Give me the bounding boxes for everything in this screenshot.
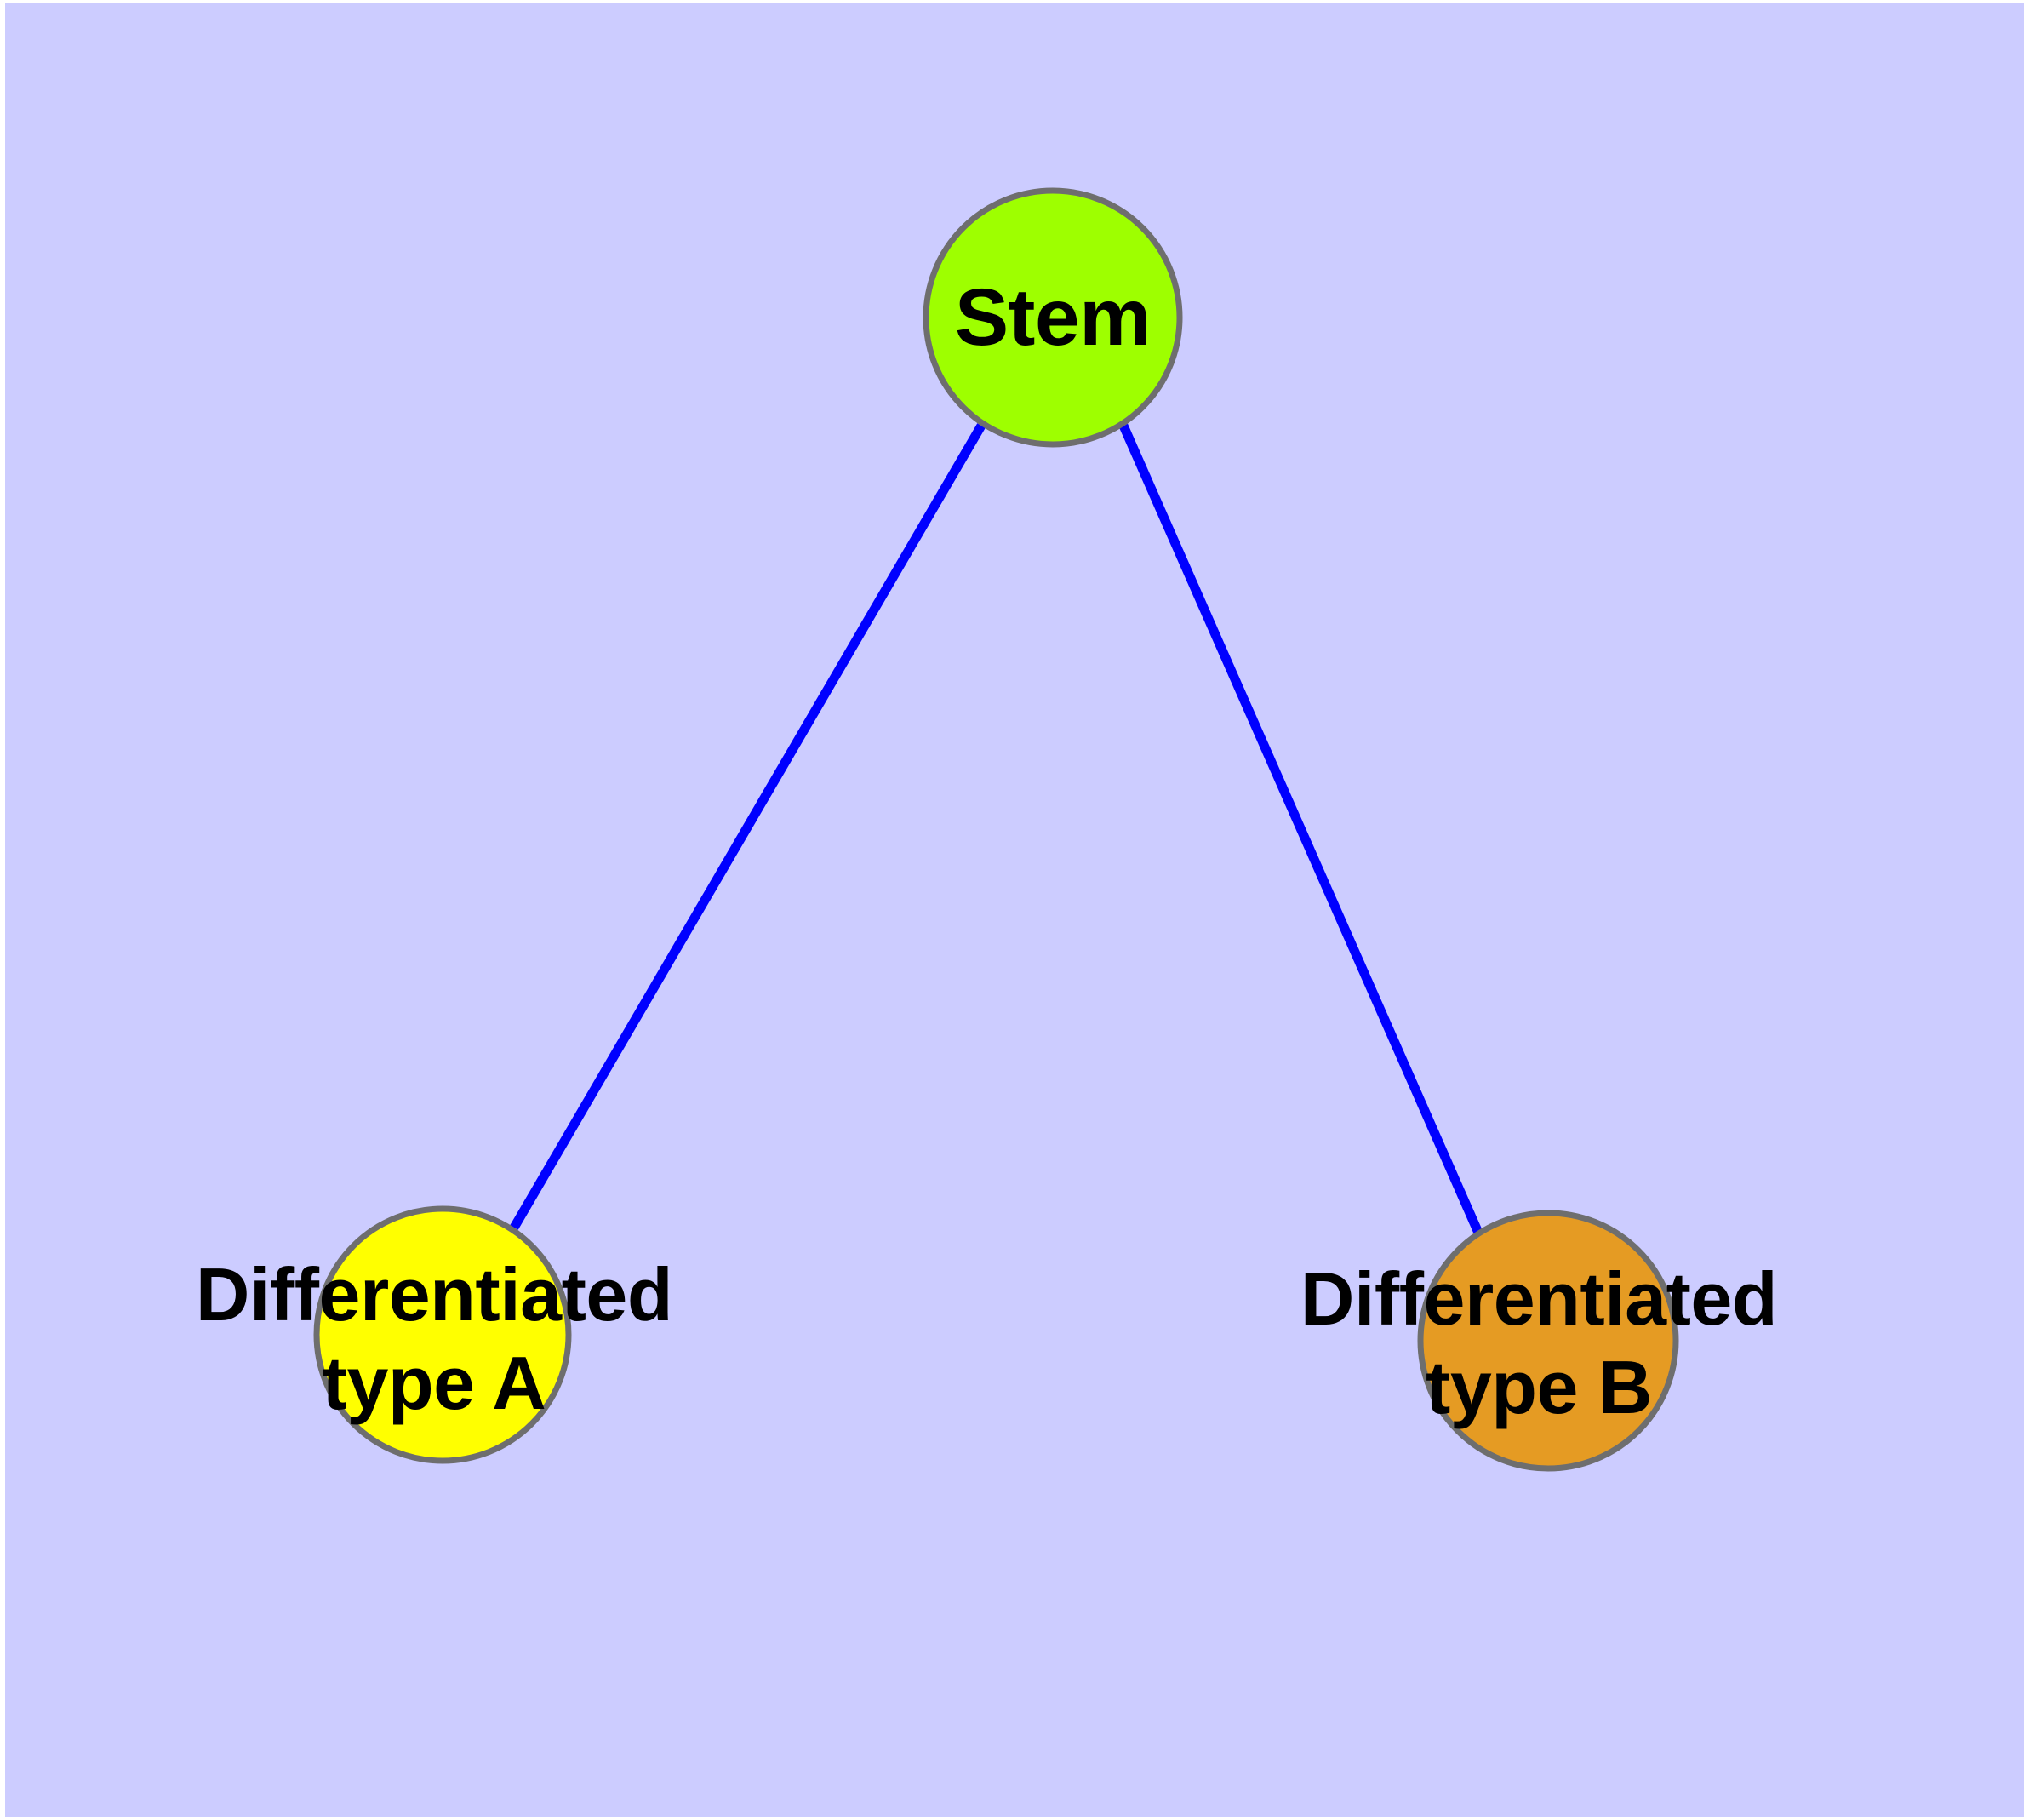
node-circle-stem[interactable] <box>923 187 1183 448</box>
edge-stem-to-differentiated-type-a[interactable] <box>510 423 986 1230</box>
edges-layer <box>510 423 1483 1235</box>
edge-stem-to-differentiated-type-b[interactable] <box>1118 423 1483 1235</box>
node-circle-differentiated-type-a[interactable] <box>313 1205 572 1464</box>
node-circle-differentiated-type-b[interactable] <box>1417 1210 1679 1472</box>
nodes-layer <box>313 187 1679 1472</box>
